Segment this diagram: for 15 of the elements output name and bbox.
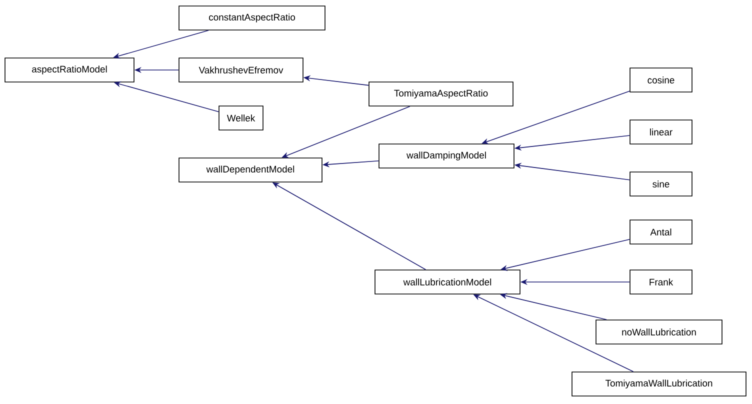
class-box: wallLubricationModel (374, 270, 520, 294)
class-box: TomiyamaAspectRatio (368, 82, 514, 106)
class-box: TomiyamaWallLubrication (572, 372, 746, 396)
class-box: constantAspectRatio (178, 6, 326, 30)
class-box: VakhrushevEfremov (178, 58, 304, 82)
class-box: aspectRatioModel (4, 58, 134, 82)
class-box: Antal (630, 220, 692, 244)
class-box: linear (630, 120, 692, 144)
class-box: Wellek (218, 106, 264, 130)
class-box: cosine (630, 68, 692, 92)
class-box: noWallLubrication (596, 320, 722, 344)
class-box: sine (630, 172, 692, 196)
class-box: Frank (630, 270, 692, 294)
class-box: wallDampingModel (378, 144, 514, 168)
class-box: wallDependentModel (178, 158, 322, 182)
